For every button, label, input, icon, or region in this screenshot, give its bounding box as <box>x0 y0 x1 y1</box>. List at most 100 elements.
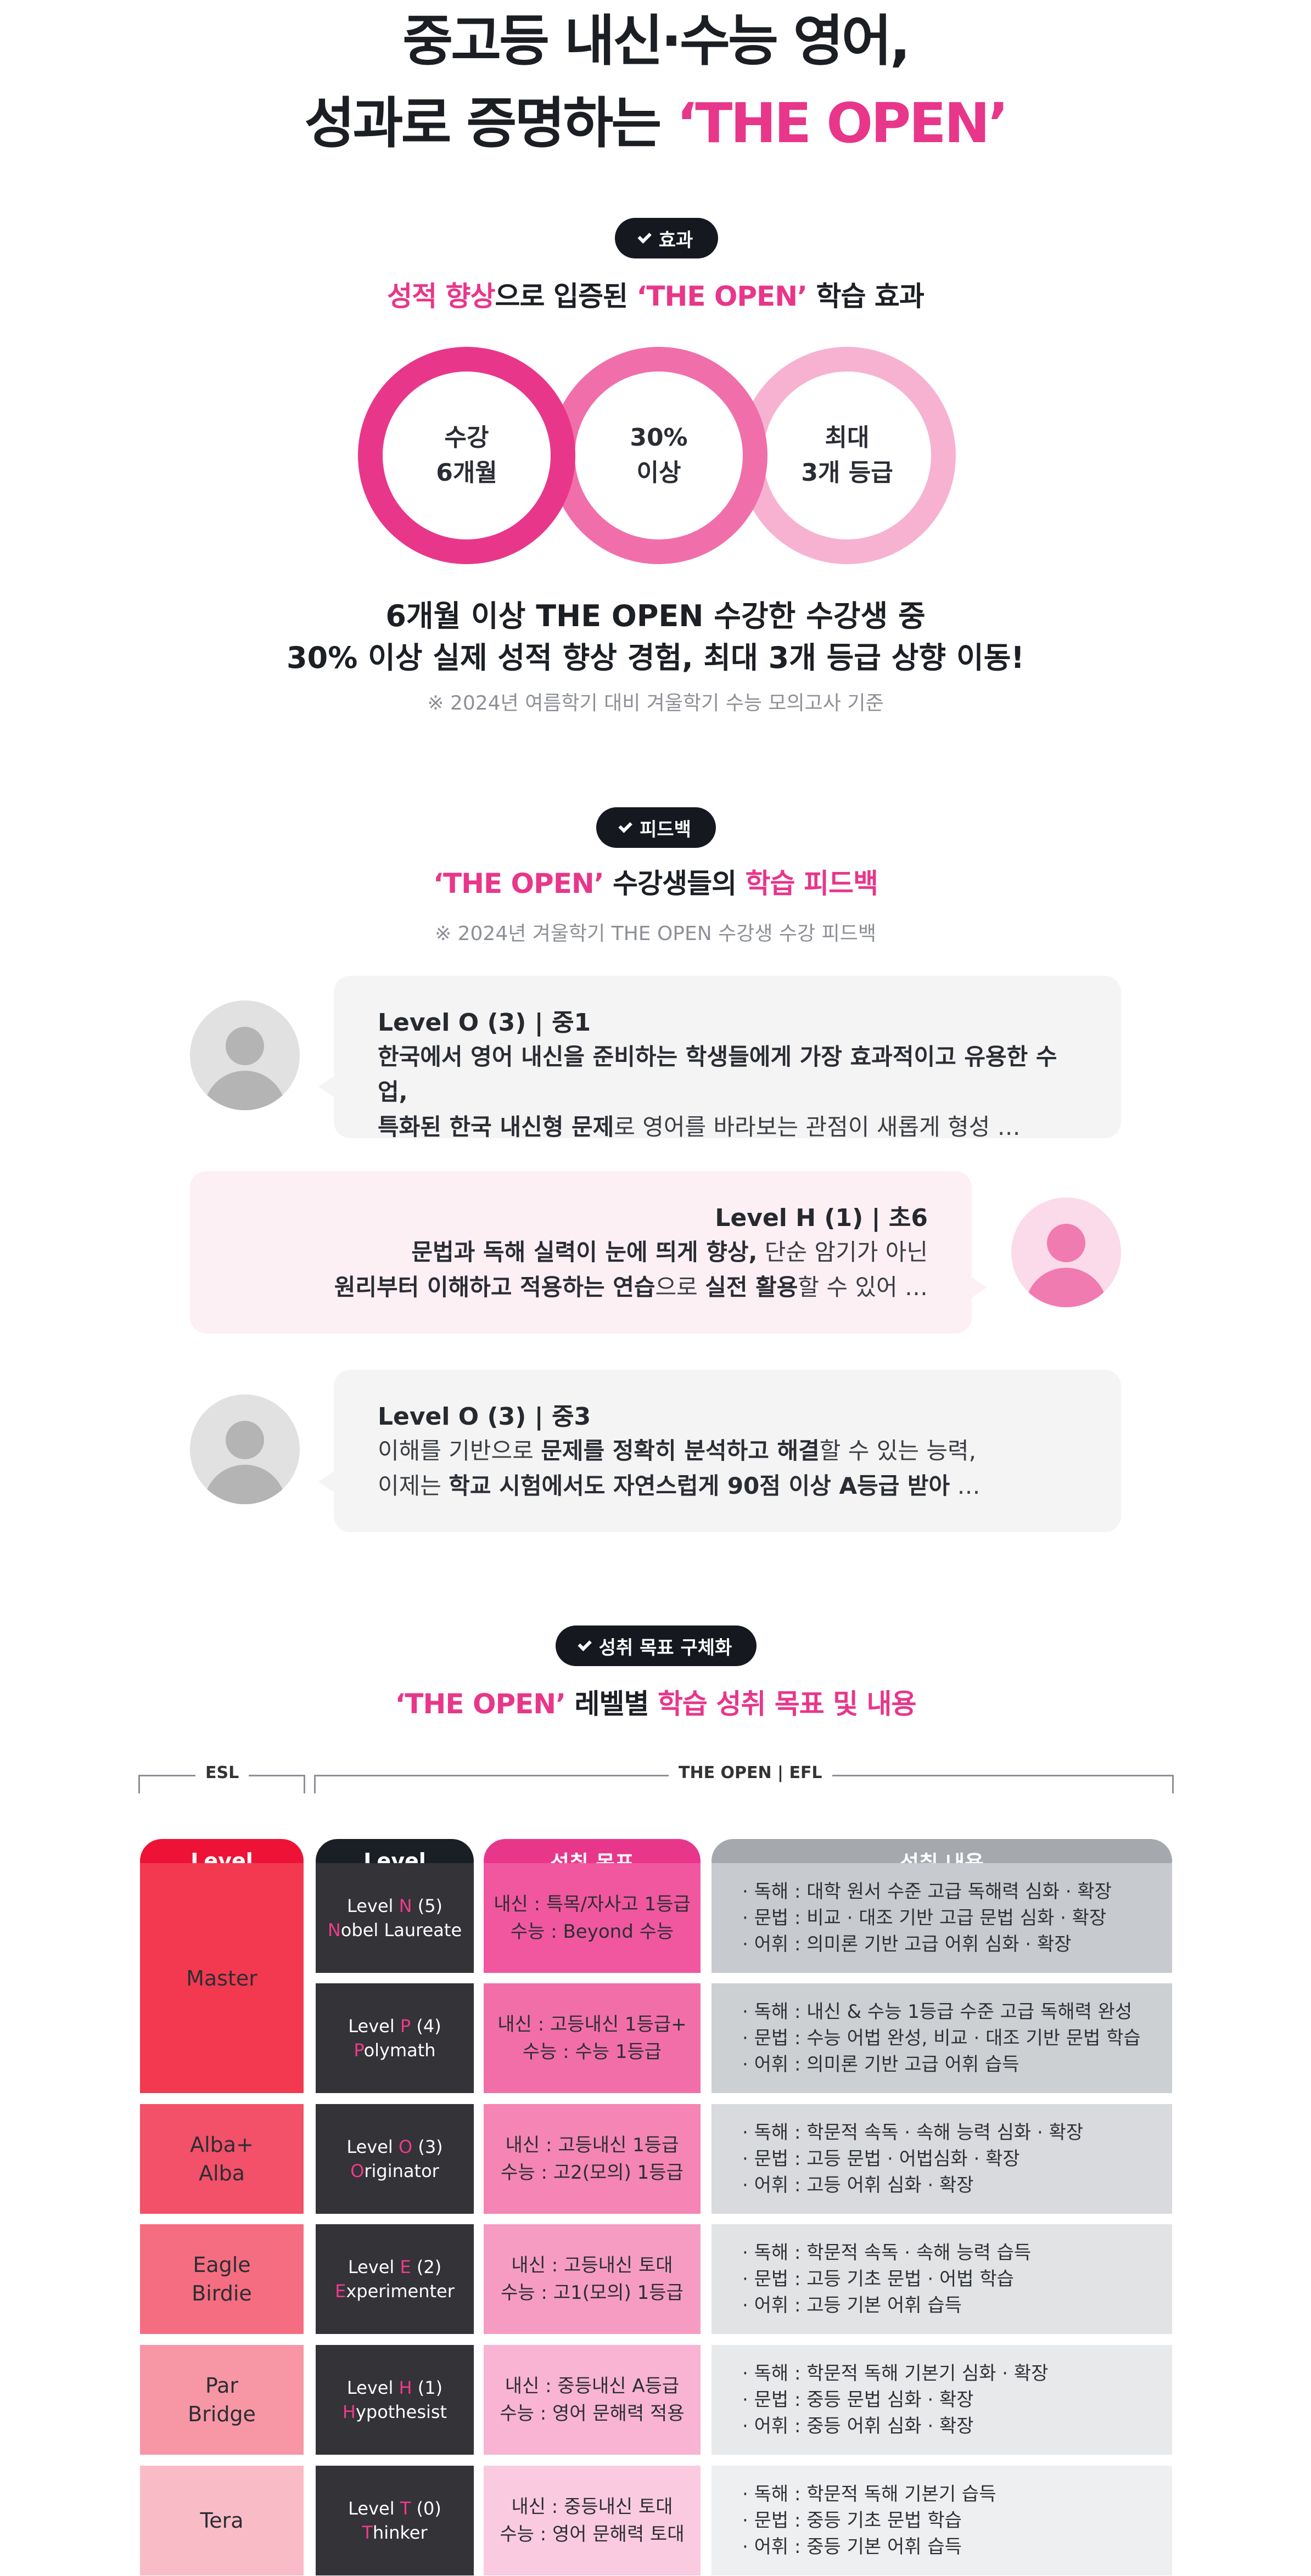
goal-naesin: 내신 : 고등내신 토대 <box>511 2254 673 2276</box>
feedback-note: ※ 2024년 겨울학기 THE OPEN 수강생 수강 피드백 <box>435 923 876 945</box>
esl-level-line: Tera <box>200 2508 244 2533</box>
level-label: Level E (2)Experimenter <box>335 2255 455 2303</box>
effect-circle: 수강 6개월 <box>358 347 575 564</box>
effect-circle-line1: 30% <box>630 424 688 452</box>
level-prefix: Level <box>346 1896 399 1916</box>
effect-title-highlight: 성적 향상 <box>387 280 495 312</box>
content-grammar: · 문법 : 비교 · 대조 기반 고급 문법 심화 · 확장 <box>742 1907 1107 1929</box>
content-vocab: · 어휘 : 의미론 기반 고급 어휘 심화 · 확장 <box>742 1933 1072 1955</box>
level-name-rest: ypothesist <box>355 2401 447 2422</box>
check-icon <box>618 819 632 833</box>
content-reading: · 독해 : 대학 원서 수준 고급 독해력 심화 · 확장 <box>742 1881 1112 1903</box>
content-grammar: · 문법 : 중등 기초 문법 학습 <box>742 2510 962 2532</box>
feedback-title-mid: 수강생들의 <box>603 868 746 899</box>
level-code: H <box>399 2377 412 2398</box>
level-name-line: Originator <box>346 2159 442 2183</box>
content-grammar: · 문법 : 고등 기초 문법 · 어법 학습 <box>742 2268 1014 2290</box>
goals-title-highlight: 학습 성취 목표 및 내용 <box>657 1688 917 1720</box>
esl-level-label: Alba+Alba <box>190 2130 254 2187</box>
content-vocab: · 어휘 : 중등 기본 어휘 습득 <box>742 2536 962 2558</box>
level-name-rest: hinker <box>372 2522 428 2543</box>
esl-level-line: Alba+ <box>190 2133 254 2157</box>
level-label: Level T (0)Thinker <box>348 2496 441 2545</box>
bubble-tail <box>971 1276 987 1298</box>
effect-circle-inner: 30%이상 <box>575 372 743 539</box>
content-list: · 독해 : 학문적 속독 · 속해 능력 심화 · 확장· 문법 : 고등 문… <box>742 2119 1083 2198</box>
avatar <box>190 1000 300 1110</box>
user-icon <box>226 1421 264 1459</box>
avatar <box>1011 1197 1121 1307</box>
content-grammar: · 문법 : 수능 어법 완성, 비교 · 대조 기반 문법 학습 <box>742 2027 1141 2049</box>
level-number: (5) <box>412 1896 443 1916</box>
feedback-title-highlight: 학습 피드백 <box>745 868 878 899</box>
feedback-author: Level O (3) | 중1 <box>378 1009 591 1037</box>
level-name-line: Nobel Laureate <box>328 1918 462 1942</box>
feedback-pill-label: 피드백 <box>640 818 691 841</box>
bubble-tail <box>318 1076 335 1098</box>
check-icon <box>578 1637 592 1651</box>
avatar <box>190 1394 300 1504</box>
content-list: · 독해 : 학문적 독해 기본기 습득 · 문법 : 중등 기초 문법 학습 · … <box>742 2481 996 2560</box>
content-cell: · 독해 : 내신 & 수능 1등급 수준 고급 독해력 완성· 문법 : 수능… <box>711 1983 1172 2093</box>
level-code-line: Level O (3) <box>346 2135 442 2159</box>
goal-text: 내신 : 고등내신 1등급+수능 : 수능 1등급 <box>497 2011 686 2066</box>
goal-naesin: 내신 : 중등내신 토대 <box>511 2496 673 2518</box>
feedback-text-bold: 학교 시험에서도 자연스럽게 90점 이상 A등급 받아 <box>449 1472 950 1499</box>
user-icon <box>226 1027 264 1065</box>
content-reading: · 독해 : 학문적 속독 · 속해 능력 심화 · 확장 <box>742 2122 1084 2144</box>
level-prefix: Level <box>348 2498 400 2519</box>
feedback-text: … <box>950 1472 981 1499</box>
feedback-line: 특화된 한국 내신형 문제로 영어를 바라보는 관점이 새롭게 형성 … <box>378 1110 1077 1145</box>
feedback-text: 로 영어를 바라보는 관점이 새롭게 형성 … <box>614 1113 1021 1140</box>
level-cell: Level E (2)Experimenter <box>316 2224 474 2334</box>
level-number: (2) <box>411 2257 442 2277</box>
level-name-line: Thinker <box>348 2521 441 2545</box>
effect-circle-line2: 6개월 <box>436 459 497 487</box>
esl-level-line: Par <box>205 2373 239 2398</box>
level-name-rest: riginator <box>364 2161 439 2181</box>
level-number: (1) <box>412 2377 443 2398</box>
esl-level-cell: Tera <box>140 2466 304 2575</box>
level-cell: Level T (0)Thinker <box>316 2466 474 2575</box>
effect-summary: 6개월 이상 THE OPEN 수강한 수강생 중 30% 이상 실제 성적 향… <box>0 595 1311 679</box>
level-name-initial: E <box>335 2281 346 2302</box>
level-code: N <box>399 1896 412 1916</box>
check-icon <box>637 229 652 244</box>
goals-title-mid: 레벨별 <box>565 1688 658 1720</box>
feedback-text: 할 수 있어 … <box>798 1274 928 1301</box>
feedback-bubble: Level O (3) | 중1 한국에서 영어 내신을 준비하는 학생들에게 … <box>334 976 1121 1140</box>
goal-naesin: 내신 : 고등내신 1등급 <box>505 2134 679 2156</box>
level-code-line: Level P (4) <box>348 2014 441 2038</box>
level-label: Level O (3)Originator <box>346 2135 442 2183</box>
esl-level-cell: Alba+Alba <box>140 2104 304 2214</box>
feedback-text-bold: 한국에서 영어 내신을 준비하는 학생들에게 가장 효과적이고 유용한 수업, <box>378 1043 1057 1105</box>
level-name-initial: O <box>350 2161 365 2181</box>
feedback-text-bold: 실전 활용 <box>705 1274 798 1301</box>
effect-circle-line1: 수강 <box>444 424 489 452</box>
content-grammar: · 문법 : 중등 문법 심화 · 확장 <box>742 2389 974 2411</box>
effect-circle-line2: 3개 등급 <box>801 459 893 487</box>
level-number: (3) <box>412 2136 443 2157</box>
level-code: E <box>400 2257 411 2277</box>
hero-title-line2: 성과로 증명하는 ‘THE OPEN’ <box>0 82 1311 165</box>
feedback-text-bold: 원리부터 이해하고 적용하는 연습 <box>334 1274 656 1301</box>
content-vocab: · 어휘 : 의미론 기반 고급 어휘 습득 <box>742 2054 1019 2076</box>
level-code: T <box>400 2498 411 2519</box>
effect-pill-label: 효과 <box>658 229 693 251</box>
effect-summary-line2: 30% 이상 실제 성적 향상 경험, 최대 3개 등급 상향 이동! <box>287 640 1024 675</box>
content-reading: · 독해 : 학문적 독해 기본기 습득 <box>742 2483 996 2505</box>
level-name-initial: T <box>362 2522 373 2543</box>
level-code: P <box>400 2016 411 2037</box>
goal-suneung: 수능 : 영어 문해력 적용 <box>500 2403 685 2425</box>
feedback-bubble: Level O (3) | 중3 이해를 기반으로 문제를 정확히 분석하고 해… <box>334 1370 1121 1532</box>
goals-section-title: ‘THE OPEN’ 레벨별 학습 성취 목표 및 내용 <box>0 1682 1311 1722</box>
feedback-line: 한국에서 영어 내신을 준비하는 학생들에게 가장 효과적이고 유용한 수업, <box>378 1039 1077 1110</box>
content-cell: · 독해 : 학문적 속독 · 속해 능력 습득· 문법 : 고등 기초 문법 … <box>711 2224 1172 2334</box>
level-prefix: Level <box>346 2136 399 2157</box>
content-cell: · 독해 : 학문적 독해 기본기 심화 · 확장· 문법 : 중등 문법 심화… <box>711 2345 1172 2455</box>
